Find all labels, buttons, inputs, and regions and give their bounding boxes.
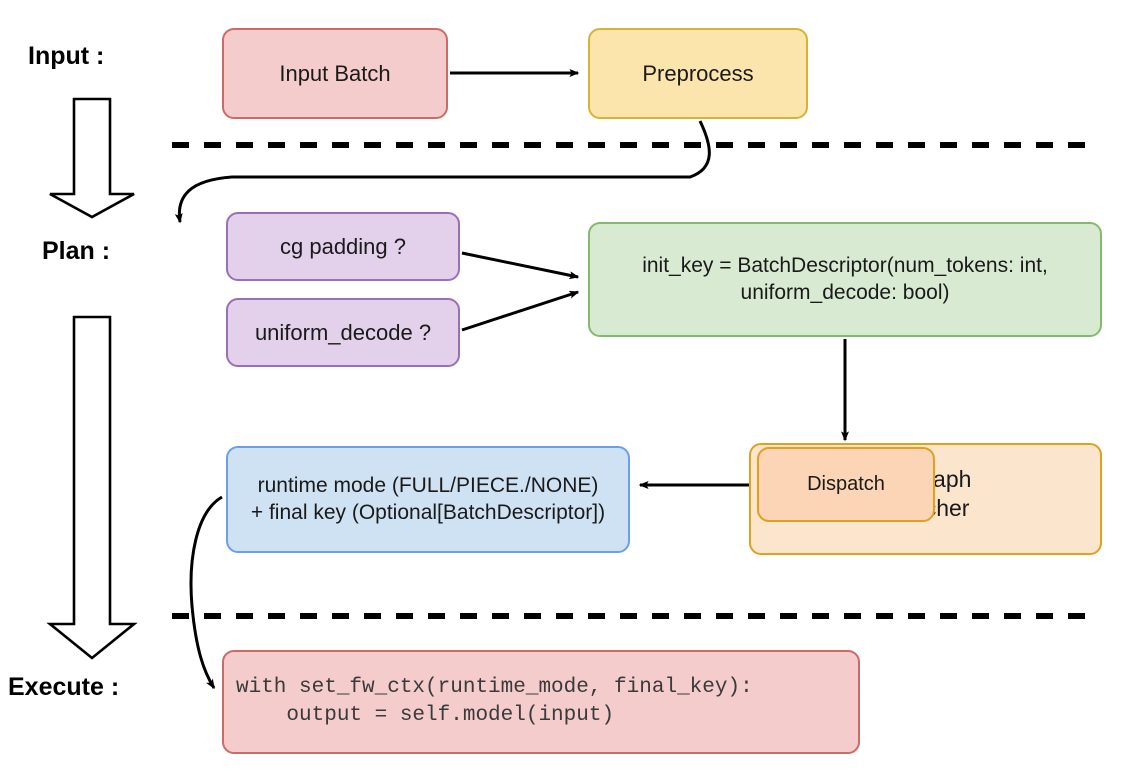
node-uniform-decode-label: uniform_decode ? — [254, 319, 432, 345]
node-exec-code[interactable]: with set_fw_ctx(runtime_mode, final_key)… — [222, 650, 860, 754]
node-input-batch[interactable]: Input Batch — [222, 28, 448, 119]
node-init-key-label: init_key = BatchDescriptor(num_tokens: i… — [642, 254, 1048, 304]
node-dispatch-label: Dispatch — [807, 473, 885, 495]
node-dispatch[interactable]: Dispatch — [757, 447, 935, 522]
node-cg-padding-label: cg padding ? — [280, 233, 406, 259]
stage-label-input: Input : — [28, 42, 105, 70]
node-preprocess[interactable]: Preprocess — [588, 28, 808, 119]
input-to-plan-block-arrow — [49, 97, 135, 219]
stage-label-plan: Plan : — [42, 237, 111, 265]
node-uniform-decode[interactable]: uniform_decode ? — [226, 298, 460, 367]
node-exec-code-label: with set_fw_ctx(runtime_mode, final_key)… — [236, 675, 753, 727]
edge-uniform-decode-to-init-key — [461, 290, 580, 332]
stage-label-execute: Execute : — [8, 673, 120, 701]
plan-to-execute-block-arrow — [46, 315, 138, 660]
node-runtime-mode-label: runtime mode (FULL/PIECE./NONE) + final … — [250, 474, 606, 524]
node-cg-padding[interactable]: cg padding ? — [226, 212, 460, 281]
node-preprocess-label: Preprocess — [642, 60, 754, 86]
node-input-batch-label: Input Batch — [279, 60, 391, 86]
edge-runtime-mode-to-exec-code — [189, 495, 223, 690]
node-init-key[interactable]: init_key = BatchDescriptor(num_tokens: i… — [588, 222, 1102, 337]
edge-preprocess-to-cg-padding — [174, 120, 711, 224]
edge-cg-padding-to-init-key — [461, 251, 580, 280]
node-runtime-mode[interactable]: runtime mode (FULL/PIECE./NONE) + final … — [226, 446, 630, 553]
